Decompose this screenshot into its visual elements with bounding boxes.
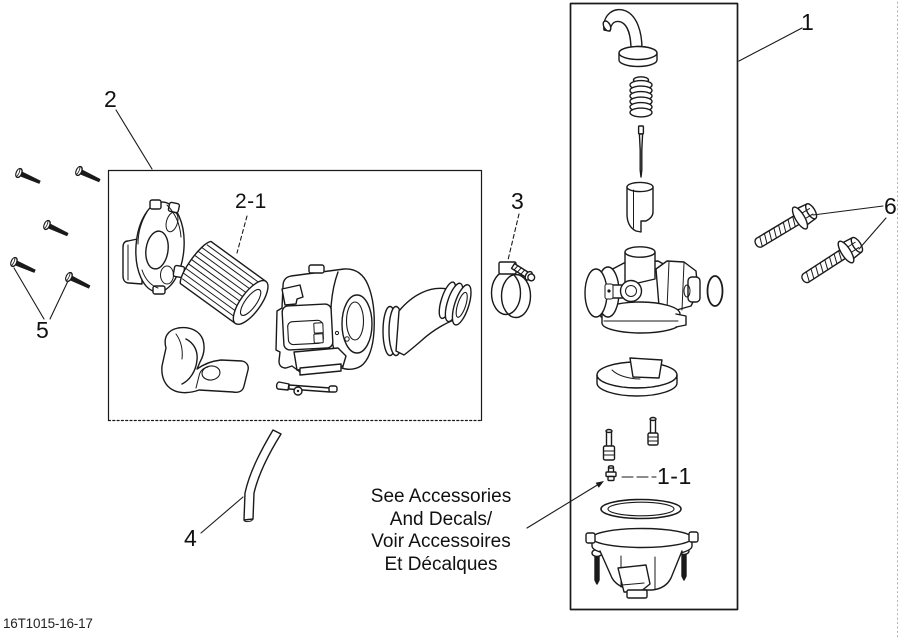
screw-icon (8, 164, 103, 293)
vent-hose-icon (243, 429, 282, 523)
accessories-note-line-2: And Decals/ (389, 508, 493, 530)
float-icon (596, 357, 678, 397)
callout-6: 6 (884, 193, 898, 219)
support-bracket-icon (161, 326, 249, 394)
callout-5: 5 (36, 317, 50, 343)
accessories-note: See Accessories And Decals/ Voir Accesso… (371, 486, 511, 576)
silencer-box-frame (107, 169, 483, 422)
vent-tube-icon (602, 9, 658, 68)
pilot-screw-icon (605, 465, 617, 482)
doc-code: 16T1015-16-17 (3, 616, 93, 631)
float-bowl-icon (585, 527, 699, 599)
airbox-cover-icon (122, 199, 186, 295)
hose-clamp-icon (490, 261, 536, 319)
arrow-head-icon (595, 481, 604, 488)
accessories-note-line-4: Et Décalques (384, 553, 498, 575)
carburetor-box-frame (569, 2, 739, 611)
accessories-note-line-1: See Accessories (370, 486, 512, 507)
jets-icon (602, 416, 659, 461)
silencer-body-icon (275, 264, 375, 376)
callout-3: 3 (511, 188, 525, 214)
intake-boot-icon (382, 281, 472, 357)
callout-1-1: 1-1 (657, 463, 692, 489)
bowl-gasket-icon (600, 498, 682, 520)
leader-lines (13, 27, 887, 534)
spring-icon (629, 76, 653, 118)
callout-2-1: 2-1 (235, 190, 267, 213)
callout-1: 1 (801, 9, 815, 35)
filter-element-icon (179, 240, 269, 325)
cable-lever-icon (275, 381, 338, 396)
bolt-icon (748, 197, 868, 292)
jet-needle-icon (637, 125, 645, 178)
callout-4: 4 (184, 525, 198, 551)
carburetor-body-icon (584, 246, 701, 334)
throttle-slide-icon (626, 181, 654, 233)
callout-2: 2 (104, 86, 118, 112)
accessories-note-line-3: Voir Accessoires (371, 531, 511, 552)
o-ring-icon (706, 275, 724, 307)
